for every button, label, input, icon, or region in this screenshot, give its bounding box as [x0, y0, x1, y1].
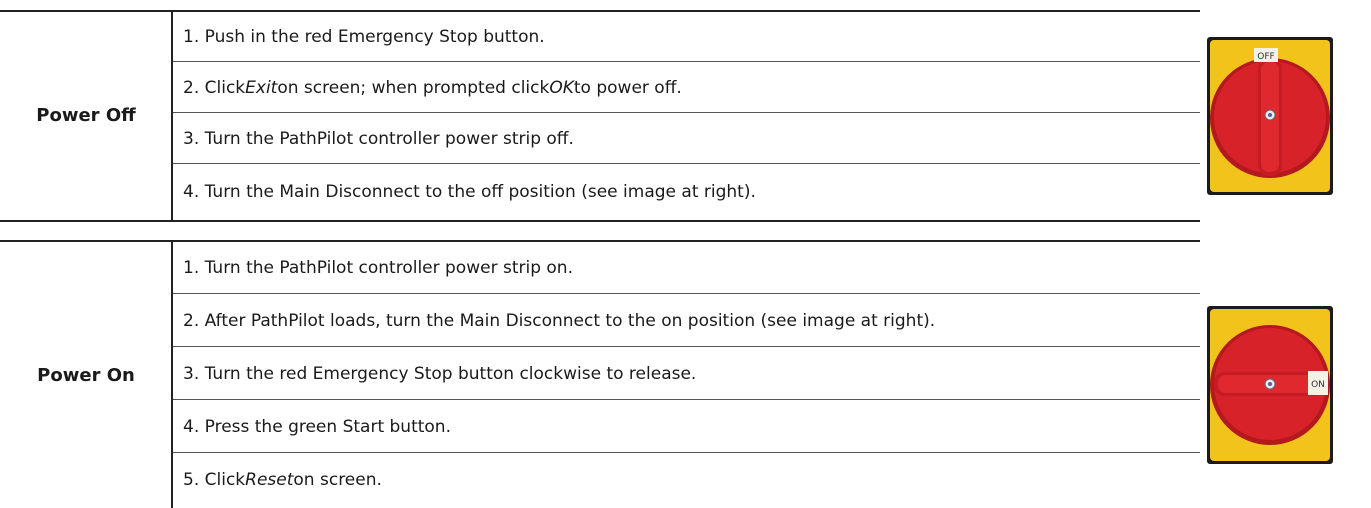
power-on-step-2: 2. After PathPilot loads, turn the Main …	[173, 295, 1200, 347]
power-off-label: Power Off	[36, 104, 136, 126]
power-on-step-5: 5. Click Reset on screen.	[183, 470, 382, 490]
on-switch-label: ON	[1311, 380, 1325, 390]
power-off-section: Power Off 1. Push in the red Emergency S…	[0, 0, 1200, 222]
column-divider	[171, 12, 173, 220]
exit-term: Exit	[245, 77, 278, 98]
top-rule	[0, 10, 1200, 12]
main-disconnect-on-image: ON	[1207, 306, 1333, 464]
main-disconnect-off-image: OFF	[1207, 37, 1333, 195]
power-on-step-1: 1. Turn the PathPilot controller power s…	[173, 242, 1200, 294]
power-on-section: Power On 1. Turn the PathPilot controlle…	[0, 240, 1200, 508]
power-off-step-2: 2. Click Exit on screen; when prompted c…	[173, 63, 1200, 113]
power-off-step-4: 4. Turn the Main Disconnect to the off p…	[183, 181, 756, 202]
power-off-step-1: 1. Push in the red Emergency Stop button…	[173, 12, 1200, 62]
power-on-step-4: 4. Press the green Start button.	[173, 401, 1200, 453]
power-on-label: Power On	[37, 364, 135, 386]
top-rule	[0, 240, 1200, 242]
power-off-step-3: 3. Turn the PathPilot controller power s…	[173, 114, 1200, 164]
bottom-rule	[0, 220, 1200, 222]
off-switch-label: OFF	[1257, 52, 1274, 62]
reset-term: Reset	[245, 470, 294, 490]
ok-term: OK	[549, 77, 574, 98]
power-on-step-3: 3. Turn the red Emergency Stop button cl…	[173, 348, 1200, 400]
column-divider	[171, 242, 173, 508]
